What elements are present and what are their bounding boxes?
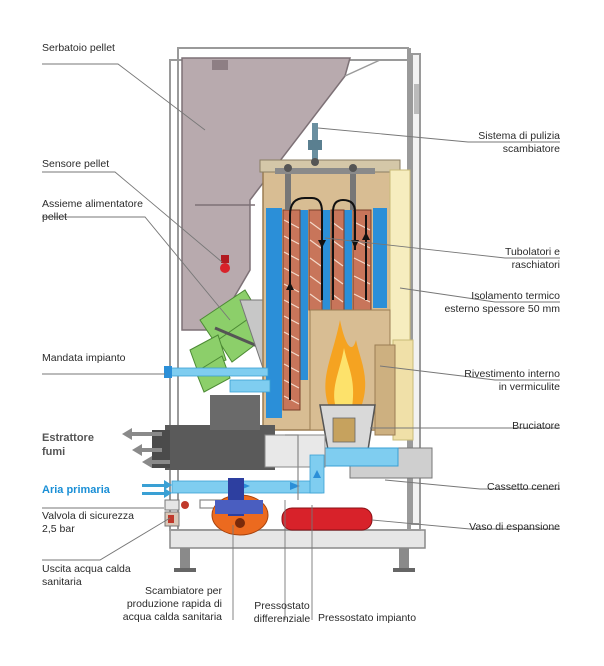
smoke-flow-arrows — [289, 197, 367, 400]
label-dhw-exchanger-line3: acqua calda sanitaria — [122, 611, 222, 623]
dhw-valve-knob — [235, 518, 245, 528]
dhw-outlet-connector — [164, 511, 180, 527]
label-feeder-assembly-line1: Assieme alimentatore — [42, 198, 143, 210]
label-tubes-scrapers-line1: Tubolatori e — [504, 246, 560, 258]
label-cleaning-system-line1: Sistema di pulizia — [478, 130, 560, 142]
label-dhw-exchanger-line1: Scambiatore per — [144, 585, 222, 597]
label-burner: Bruciatore — [512, 420, 560, 432]
label-feeder-assembly-line2: pellet — [42, 211, 68, 223]
label-flue-extractor-line2: fumi — [42, 446, 66, 458]
supply-connector — [164, 366, 172, 378]
label-insulation-line1: Isolamento termico — [471, 290, 560, 302]
label-safety-valve-line2: 2,5 bar — [42, 523, 75, 535]
insulation-block — [392, 339, 414, 441]
label-dhw-outlet-line1: Uscita acqua calda — [42, 563, 131, 575]
label-differential-switch-line1: Pressostato — [254, 600, 310, 612]
label-tubes-scrapers-line2: raschiatori — [511, 259, 560, 271]
label-pellet-hopper: Serbatoio pellet — [42, 42, 115, 54]
label-vermiculite-line1: Rivestimento interno — [464, 368, 560, 380]
label-primary-air: Aria primaria — [42, 484, 110, 496]
dhw-valve — [215, 500, 263, 514]
label-pellet-sensor: Sensore pellet — [42, 158, 110, 170]
burner-flame — [325, 320, 366, 410]
hopper-lid-bracket — [212, 60, 228, 70]
pellet-sensor-mount — [221, 255, 229, 263]
label-insulation-line2: esterno spessore 50 mm — [444, 303, 560, 315]
label-cleaning-system-line2: scambiatore — [502, 143, 560, 155]
label-system-pressure-switch: Pressostato impianto — [318, 612, 417, 624]
scraper-spirals — [283, 219, 371, 405]
flue-extractor — [152, 395, 326, 470]
label-vermiculite-line2: in vermiculite — [498, 381, 560, 393]
hopper-edge — [344, 59, 381, 77]
vermiculite-panel — [374, 344, 396, 436]
label-supply-line: Mandata impianto — [42, 352, 126, 364]
base-plate — [169, 529, 426, 549]
safety-valve — [164, 499, 189, 511]
feeder-axle — [214, 326, 263, 350]
label-expansion-vessel: Vaso di espansione — [469, 521, 560, 533]
label-dhw-outlet-line2: sanitaria — [42, 576, 82, 588]
label-dhw-exchanger-line2: produzione rapida di — [126, 598, 222, 610]
air-inlet-arrows — [142, 480, 172, 498]
ash-water-basin — [317, 447, 399, 467]
water-jacket-columns — [266, 208, 387, 418]
leader-lines — [42, 63, 560, 620]
label-ash-drawer: Cassetto ceneri — [487, 481, 560, 493]
boiler-feet — [174, 548, 415, 572]
frame-slot — [414, 84, 419, 114]
pellet-sensor-icon — [220, 263, 230, 273]
label-differential-switch-line2: differenziale — [253, 613, 311, 625]
expansion-vessel — [281, 507, 373, 531]
label-flue-extractor-line1: Estrattore — [42, 432, 94, 444]
label-safety-valve-line1: Valvola di sicurezza — [42, 510, 135, 522]
cleaning-system — [275, 123, 375, 210]
burner-pot-grate — [332, 417, 356, 443]
flue-exit-arrows — [122, 428, 170, 468]
